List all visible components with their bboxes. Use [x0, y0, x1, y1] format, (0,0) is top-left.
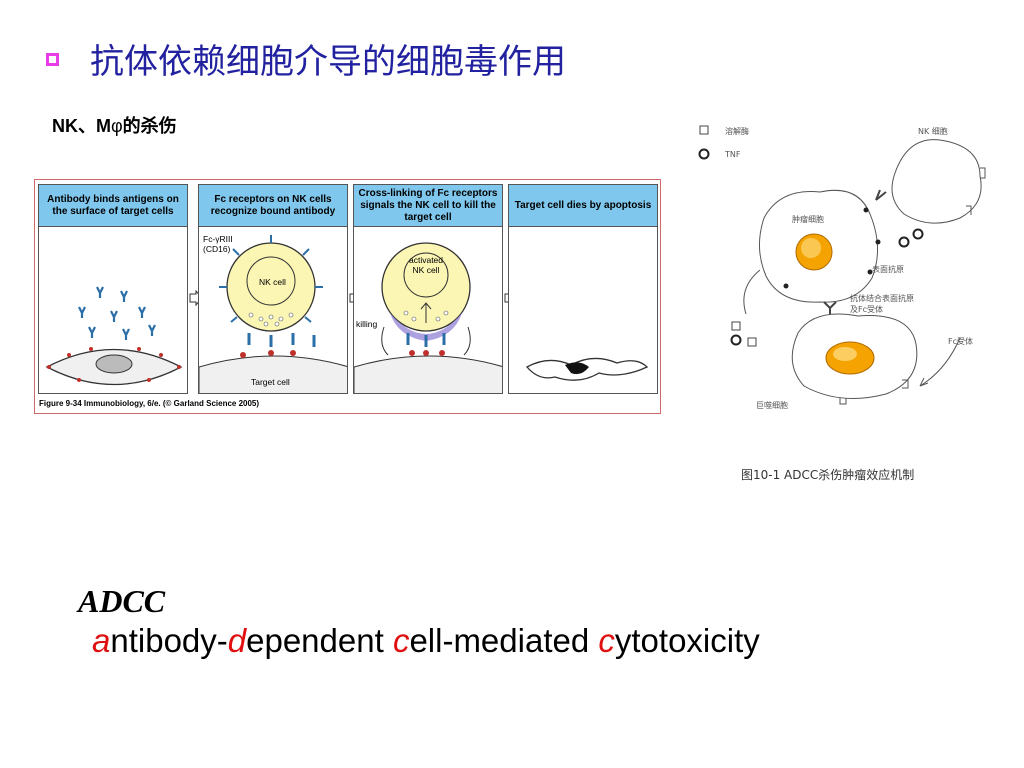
legend-tnf-label: TNF: [725, 150, 741, 159]
figure-caption: Figure 9-34 Immunobiology, 6/e. (© Garla…: [39, 399, 260, 408]
killing-label: killing: [356, 319, 378, 329]
fc-receptor-diagram-label: Fc受体: [948, 337, 973, 346]
panel-4-illustration: [525, 357, 649, 381]
fc-receptor-label: Fc-γRIII (CD16): [203, 234, 233, 254]
panel-fc-recognition: Fc receptors on NK cells recognize bound…: [198, 184, 348, 394]
antibody-binding-label: 抗体结合表面抗原及Fc受体: [850, 294, 914, 314]
adcc-full-name: antibody-dependent cell-mediated cytotox…: [92, 622, 760, 660]
target-cell-label: Target cell: [251, 377, 290, 387]
nk-cell-label: NK cell: [259, 277, 286, 287]
full-name-part: ytotoxicity: [614, 622, 760, 659]
panel-2-header: Fc receptors on NK cells recognize bound…: [199, 185, 347, 227]
panel-1-header: Antibody binds antigens on the surface o…: [39, 185, 187, 227]
panel-antibody-binding: Antibody binds antigens on the surface o…: [38, 184, 188, 394]
subtitle-phi: φ: [111, 116, 123, 136]
nk-cell-diagram-label: NK 细胞: [918, 127, 948, 136]
tumor-cell-label: 肿瘤细胞: [792, 215, 824, 224]
legend-lysozyme-label: 溶解酶: [725, 127, 749, 136]
panel-3-illustration: [354, 242, 502, 393]
macrophage-label: 巨噬细胞: [756, 401, 788, 410]
letter-c1: c: [392, 622, 410, 659]
full-name-part: ntibody-: [110, 622, 228, 659]
panel-1-illustration: [45, 286, 183, 386]
slide-title: 抗体依赖细胞介导的细胞毒作用: [90, 42, 566, 82]
diagram-caption: 图10-1 ADCC杀伤肿瘤效应机制: [741, 468, 915, 482]
full-name-part: ependent: [246, 622, 393, 659]
letter-c2: c: [598, 622, 615, 659]
adcc-panel-figure: Antibody binds antigens on the surface o…: [34, 179, 661, 414]
panel-4-header: Target cell dies by apoptosis: [509, 185, 657, 227]
letter-d: d: [227, 622, 247, 659]
panel-apoptosis: Target cell dies by apoptosis: [508, 184, 658, 394]
panel-3-header: Cross-linking of Fc receptors signals th…: [354, 185, 502, 227]
mechanism-illustration: [698, 125, 986, 405]
letter-a: a: [92, 622, 111, 659]
panel-2-illustration: [199, 235, 347, 393]
slide-subtitle: NK、Mφ的杀伤: [52, 112, 177, 138]
title-bullet-icon: [46, 53, 59, 66]
subtitle-prefix: NK、M: [52, 116, 111, 136]
full-name-part: ell-mediated: [409, 622, 599, 659]
adcc-abbreviation: ADCC: [78, 583, 166, 619]
surface-antigen-label: 表面抗原: [872, 265, 904, 274]
activated-nk-label: activated NK cell: [408, 255, 444, 275]
subtitle-suffix: 的杀伤: [122, 116, 177, 136]
adcc-mechanism-diagram: 溶解酶 TNF NK 细胞 肿瘤细胞 表面抗原 抗体结合表面抗原及Fc受体 Fc…: [690, 118, 1000, 488]
panel-cross-linking: Cross-linking of Fc receptors signals th…: [353, 184, 503, 394]
